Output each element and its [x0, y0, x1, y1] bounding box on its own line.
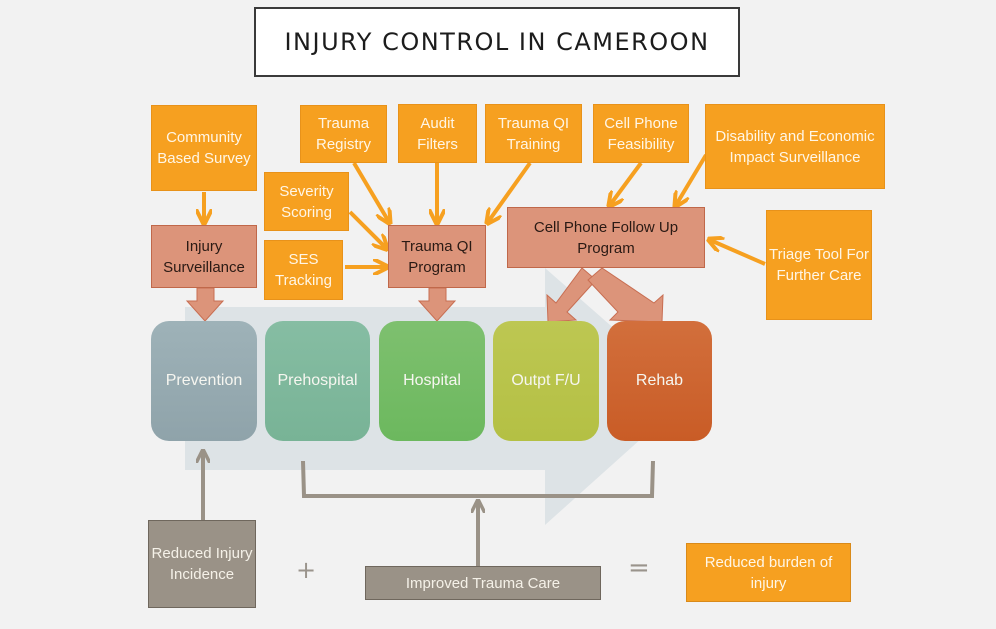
program-cell-phone-follow-up: Cell Phone Follow Up Program — [507, 207, 705, 268]
input-community-based-survey: Community Based Survey — [151, 105, 257, 191]
block-arrow-cellphone-to-rehab — [587, 267, 664, 323]
connector-feasibility-to-cellphone — [610, 161, 643, 205]
grey-connectors — [203, 452, 655, 566]
input-trauma-qi-training: Trauma QI Training — [485, 104, 582, 163]
input-cell-phone-feasibility: Cell Phone Feasibility — [593, 104, 689, 163]
outcome-improved-trauma-care: Improved Trauma Care — [365, 566, 601, 600]
connector-registry-to-qi — [352, 161, 389, 222]
stage-outpatient-follow-up: Outpt F/U — [493, 321, 599, 441]
program-trauma-qi: Trauma QI Program — [388, 225, 486, 288]
stage-rehab: Rehab — [607, 321, 712, 441]
stage-prevention: Prevention — [151, 321, 257, 441]
stage-prehospital: Prehospital — [265, 321, 370, 441]
connector-disability-to-cellphone — [676, 153, 708, 205]
block-arrow-qi-to-hospital — [417, 287, 457, 322]
plus-sign: + — [296, 556, 317, 584]
outcome-reduced-injury-incidence: Reduced Injury Incidence — [148, 520, 256, 608]
stage-hospital: Hospital — [379, 321, 485, 441]
connector-training-to-qi — [488, 161, 532, 222]
input-ses-tracking: SES Tracking — [264, 240, 343, 300]
input-triage-tool: Triage Tool For Further Care — [766, 210, 872, 320]
connector-triage-to-cellphone — [710, 240, 766, 266]
input-disability-economic-impact: Disability and Economic Impact Surveilla… — [705, 104, 885, 189]
program-injury-surveillance: Injury Surveillance — [151, 225, 257, 288]
connector-severity-to-qi — [348, 210, 386, 248]
input-trauma-registry: Trauma Registry — [300, 105, 387, 163]
orange-connectors — [204, 153, 766, 267]
care-bracket — [301, 460, 655, 498]
outcome-reduced-burden: Reduced burden of injury — [686, 543, 851, 602]
equals-sign: = — [628, 553, 650, 583]
diagram-title: INJURY CONTROL IN CAMEROON — [254, 7, 740, 77]
block-arrow-surveillance-to-prevention — [185, 287, 225, 322]
input-audit-filters: Audit Filters — [398, 104, 477, 163]
input-severity-scoring: Severity Scoring — [264, 172, 349, 231]
